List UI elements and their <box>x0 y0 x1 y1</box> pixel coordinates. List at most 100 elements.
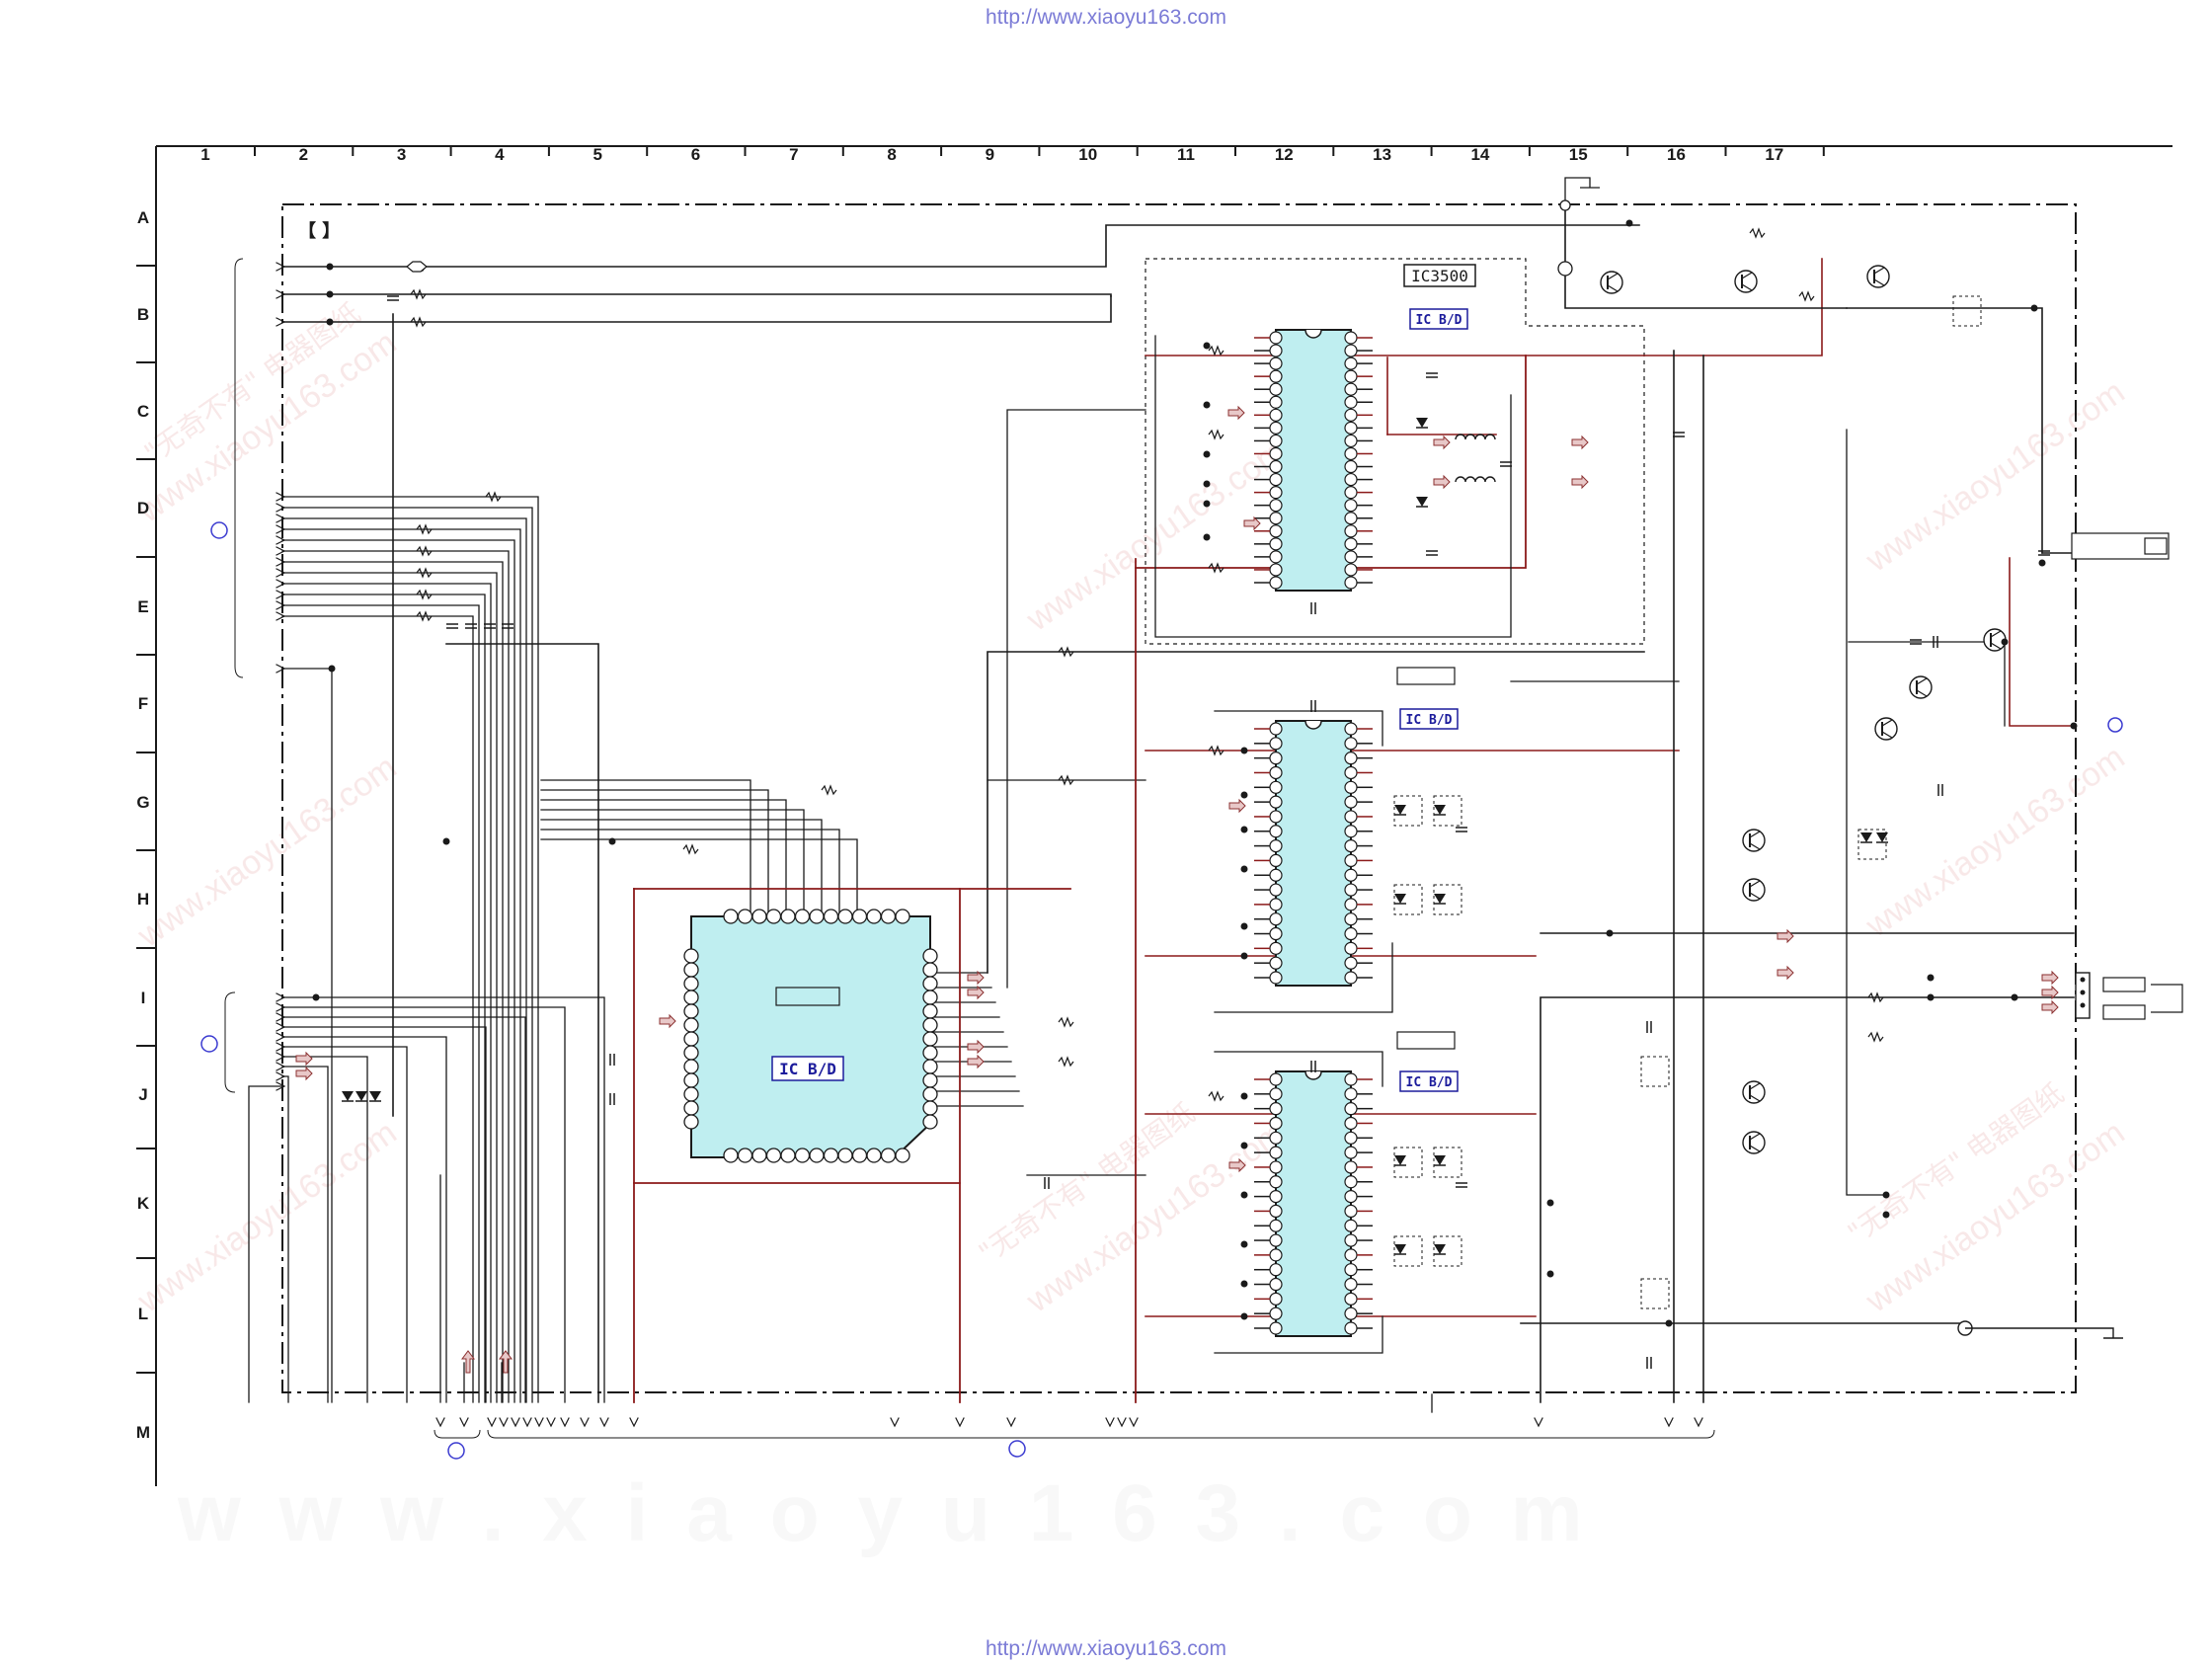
ic-pin <box>922 1045 938 1061</box>
input-pin-arrow <box>276 600 286 610</box>
optional-part-outline <box>1857 829 1887 860</box>
wire <box>281 561 504 1403</box>
resistor <box>1798 290 1815 302</box>
wire <box>281 295 1112 323</box>
mid-ref-box <box>1396 667 1456 685</box>
dip-pin <box>1344 344 1358 357</box>
dip-pin <box>1269 537 1283 551</box>
left-bracket-lower <box>224 991 236 1093</box>
dip-pin <box>1344 765 1358 780</box>
terminal-pin <box>2080 990 2086 995</box>
ic-pin <box>683 1086 699 1102</box>
dip-pin <box>1344 356 1358 370</box>
transistor-collector <box>1607 273 1619 280</box>
input-pin-arrow <box>276 579 286 589</box>
junction-dot <box>1606 929 1614 937</box>
transistor-emitter <box>1607 284 1619 292</box>
ic-pin <box>922 1031 938 1047</box>
ic-pin <box>780 1148 796 1163</box>
dip-pin <box>1344 853 1358 868</box>
connector-mark-i <box>200 1035 218 1053</box>
ic-pin <box>895 909 910 924</box>
ic-pin <box>895 1148 910 1163</box>
ic-pin <box>880 1148 897 1163</box>
speaker-plug-lower <box>2102 1004 2146 1020</box>
signal-flow-arrow <box>967 1054 985 1069</box>
ic-pin <box>866 1148 882 1163</box>
dip-pin <box>1269 1277 1283 1292</box>
input-pin-arrow <box>276 262 286 272</box>
input-pin-arrow <box>276 1012 286 1022</box>
transistor-collector <box>1749 1133 1761 1141</box>
transistor-emitter <box>1916 689 1928 697</box>
ic-pin <box>922 948 938 964</box>
ic-pin <box>751 909 767 924</box>
resistor <box>1867 991 1884 1003</box>
ic3500-chip <box>1254 329 1373 592</box>
wire <box>445 643 599 1403</box>
dip-pin <box>1269 1131 1283 1145</box>
ic-pin <box>683 1003 699 1019</box>
wire <box>1564 206 1848 309</box>
transistor-collector <box>1741 272 1753 279</box>
column-label-10: 10 <box>1078 145 1097 164</box>
signal-flow-arrow <box>659 1013 676 1029</box>
ic-pin <box>765 1148 782 1163</box>
dip-pin <box>1269 971 1283 985</box>
dip-pin <box>1269 941 1283 955</box>
dip-pin <box>1269 331 1283 345</box>
dip-pin <box>1269 434 1283 448</box>
ic-pin <box>723 909 739 924</box>
resistor <box>682 843 699 855</box>
dip-pin <box>1344 825 1358 838</box>
ic-pin <box>683 948 699 964</box>
input-pin-arrow <box>276 524 286 534</box>
diode <box>1394 1155 1406 1165</box>
resistor <box>416 610 433 622</box>
ic-pin <box>683 1059 699 1074</box>
row-label-C: C <box>137 402 149 421</box>
transistor <box>1742 1080 1766 1104</box>
ic-pin <box>922 1003 938 1019</box>
ic-pin <box>922 1072 938 1088</box>
dip-pin <box>1269 1204 1283 1219</box>
ic-pin <box>837 1148 853 1163</box>
junction-dot <box>2030 304 2038 312</box>
transistor-emitter <box>1749 1094 1761 1102</box>
main-ic-board-box <box>771 1056 844 1081</box>
row-label-M: M <box>136 1423 150 1442</box>
dip-pin <box>1269 1248 1283 1262</box>
dip-pin <box>1344 1321 1358 1335</box>
dip-pin <box>1344 752 1358 765</box>
dip-pin <box>1344 550 1358 564</box>
mid-amp-chip <box>1254 720 1373 987</box>
dip-pin <box>1269 956 1283 970</box>
dip-pin <box>1269 395 1283 409</box>
column-label-4: 4 <box>495 145 505 164</box>
wire <box>281 1066 329 1403</box>
resistor <box>1208 429 1224 440</box>
dip-pin <box>1344 898 1358 911</box>
wire <box>987 651 1645 974</box>
dip-pin <box>1344 537 1358 551</box>
signal-flow-arrow <box>2041 999 2059 1015</box>
signal-flow-arrow <box>967 985 985 1000</box>
wire <box>281 539 515 1403</box>
wire <box>1154 335 1512 638</box>
dip-pin <box>1344 1189 1358 1204</box>
wiring <box>248 206 2075 1428</box>
resistor <box>1058 1016 1074 1028</box>
dip-pin <box>1269 765 1283 780</box>
ic-pin <box>809 1148 825 1163</box>
signal-flow-arrow <box>1243 515 1261 531</box>
top-board-label: IC B/D <box>1416 313 1462 328</box>
resistor <box>416 523 433 535</box>
junction-dot <box>326 290 334 298</box>
ic3500-chip-notch <box>1304 329 1322 339</box>
mid-amp-chip-body <box>1275 720 1352 987</box>
connector-pin-arrow <box>1664 1417 1674 1428</box>
wire <box>540 829 840 917</box>
dip-pin <box>1269 1146 1283 1159</box>
